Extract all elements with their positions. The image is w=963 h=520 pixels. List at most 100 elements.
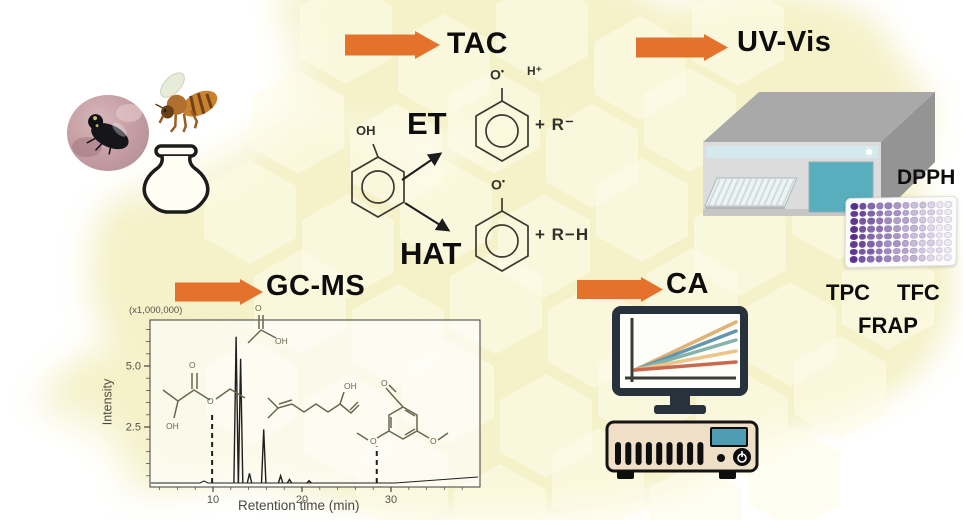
svg-text:OH: OH (344, 381, 357, 391)
microplate-well (849, 248, 858, 256)
microplate-well (944, 231, 952, 239)
microplate-well (910, 224, 918, 232)
svg-text:30: 30 (385, 494, 397, 506)
microplate-well (858, 248, 866, 256)
microplate-well (858, 256, 866, 263)
microplate-well (883, 255, 892, 263)
mechanism-arrows-icon (401, 152, 451, 232)
svg-text:O: O (207, 396, 214, 406)
svg-text:O: O (189, 360, 196, 370)
microplate-well (935, 254, 944, 262)
microplate-well (935, 239, 944, 247)
honeycomb-cell (252, 70, 344, 174)
svg-text:10: 10 (207, 494, 219, 506)
computer-monitor-icon (612, 306, 748, 414)
microplate-well (867, 202, 876, 210)
svg-text:OH: OH (275, 336, 288, 346)
svg-text:2.5: 2.5 (126, 422, 141, 434)
ca-label: CA (666, 268, 709, 300)
microplate-well (849, 233, 858, 241)
chromatogram-scale-note: (x1,000,000) (129, 305, 183, 316)
microplate-well (936, 208, 944, 216)
stingless-bee-photo (67, 95, 149, 171)
ca-arrow-icon (577, 277, 663, 302)
microplate-well (935, 216, 944, 224)
svg-text:O: O (381, 378, 388, 388)
microplate-well (909, 247, 918, 255)
analyzer-instrument-icon (605, 420, 759, 479)
chromatogram-baseline (151, 476, 479, 484)
microplate-well (893, 217, 901, 225)
microplate-well (892, 240, 901, 247)
microplate-well (884, 225, 893, 232)
svg-text:20: 20 (296, 494, 308, 506)
honey-pot-icon (142, 144, 210, 214)
svg-text:O: O (255, 303, 262, 313)
chromatogram-ticks: 10 20 30 2.5 5.0 (126, 328, 463, 506)
microplate-well (943, 254, 952, 262)
svg-text:5.0: 5.0 (126, 361, 141, 373)
microplate-well (918, 209, 927, 216)
microplate-well (927, 239, 935, 247)
hat-mechanism-label: HAT (400, 236, 462, 271)
uvvis-arrow-icon (636, 34, 728, 61)
microplate-well (927, 216, 936, 224)
microplate-well (850, 218, 858, 225)
microplate-well (892, 232, 901, 240)
microplate-well (867, 217, 875, 225)
microplate-well (866, 255, 875, 263)
microplate-well (901, 232, 910, 240)
gcms-arrow-icon (175, 279, 263, 305)
microplate-well (909, 232, 918, 239)
microplate-well (858, 217, 867, 225)
microplate-well (875, 232, 884, 240)
microplate-well (927, 231, 935, 239)
microplate-well (944, 246, 952, 254)
microplate-well (944, 216, 953, 223)
microplate-well (910, 216, 918, 224)
dpph-label: DPPH (897, 166, 956, 189)
microplate-well (892, 247, 901, 255)
tac-arrow-icon (345, 31, 440, 59)
microplate-well (927, 208, 936, 216)
tac-label: TAC (447, 27, 508, 60)
microplate-icon (844, 195, 958, 269)
frap-label: FRAP (858, 313, 918, 338)
hat-phenoxyl-structure-icon (475, 198, 529, 272)
microplate-well (876, 202, 884, 210)
structure-atom-labels: OH O O O OH OH O O O (166, 303, 437, 446)
microplate-well (935, 246, 944, 254)
phenol-oh-label: OH (356, 123, 376, 138)
microplate-well (884, 209, 893, 217)
phenol-structure-icon (351, 143, 405, 218)
microplate-well (926, 247, 935, 254)
microplate-well (944, 223, 953, 231)
microplate-well (918, 216, 927, 224)
microplate-well (910, 201, 919, 209)
microplate-well (918, 247, 927, 255)
et-coproduct-label: + R⁻ (535, 115, 575, 134)
microplate-well (875, 217, 884, 225)
microplate-well (866, 240, 875, 248)
microplate-well (875, 255, 884, 263)
microplate-well (849, 241, 858, 248)
microplate-well (884, 217, 893, 225)
microplate-well (892, 224, 901, 232)
microplate-well (858, 240, 867, 248)
stingless-bee-icon (72, 104, 142, 157)
microplate-well (901, 239, 909, 247)
microplate-well (884, 247, 892, 255)
microplate-well (875, 209, 884, 217)
microplate-well (893, 201, 901, 209)
microplate-well (909, 255, 918, 262)
microplate-well (910, 209, 918, 217)
microplate-well (858, 202, 867, 210)
hat-radical-label: O• (491, 176, 506, 193)
microplate-well (918, 224, 927, 232)
microplate-well (927, 201, 936, 209)
et-proton-label: H⁺ (527, 64, 542, 78)
microplate-well (901, 201, 910, 209)
microplate-well (884, 202, 893, 209)
microplate-well (944, 208, 953, 216)
